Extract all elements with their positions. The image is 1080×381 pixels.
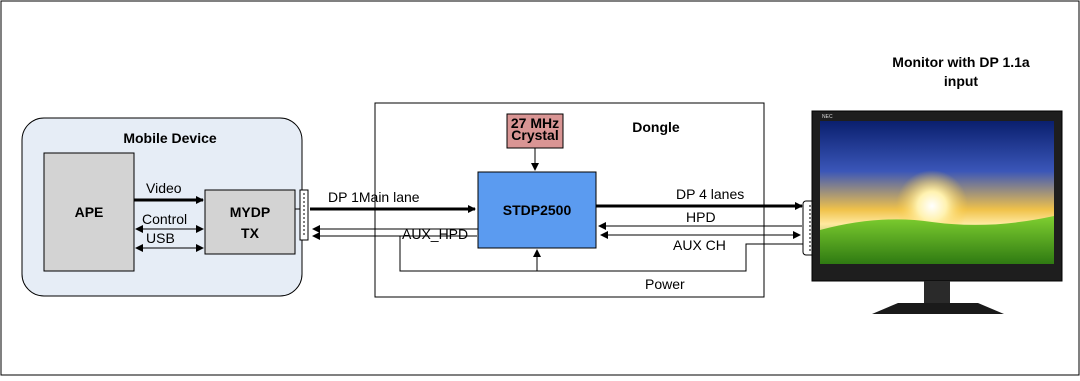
crystal-block xyxy=(506,113,564,149)
mobile-device-title: Mobile Device xyxy=(123,130,217,146)
monitor-stand xyxy=(872,303,1004,314)
video-label: Video xyxy=(146,180,182,196)
crystal-line2: Crystal xyxy=(511,127,558,143)
dp-4-lanes-label: DP 4 lanes xyxy=(676,186,744,202)
aux-hpd-label: AUX_HPD xyxy=(402,226,468,242)
control-label: Control xyxy=(142,211,187,227)
usb-label: USB xyxy=(146,230,175,246)
monitor-brand: NEC xyxy=(822,114,833,120)
tx-label: TX xyxy=(241,225,260,241)
mydp-label: MYDP xyxy=(230,204,270,220)
mydp-tx-block xyxy=(204,189,296,255)
monitor-neck xyxy=(924,281,950,305)
monitor-image: NEC xyxy=(811,110,1063,314)
ape-label: APE xyxy=(75,204,104,220)
dp-main-lane-label: DP 1Main lane xyxy=(328,189,420,205)
power-label: Power xyxy=(645,276,685,292)
monitor-title-line2: input xyxy=(944,73,979,89)
crystal-line1: 27 MHz xyxy=(511,115,559,131)
ape-block xyxy=(43,152,135,272)
dongle-title: Dongle xyxy=(632,119,680,135)
monitor-title-line1: Monitor with DP 1.1a xyxy=(892,54,1030,70)
stdp2500-label: STDP2500 xyxy=(503,202,572,218)
power-line xyxy=(399,236,804,272)
hpd-label: HPD xyxy=(686,209,716,225)
monitor-grass xyxy=(820,216,1054,264)
aux-ch-label: AUX CH xyxy=(673,237,726,253)
stdp2500-chip xyxy=(477,171,597,249)
